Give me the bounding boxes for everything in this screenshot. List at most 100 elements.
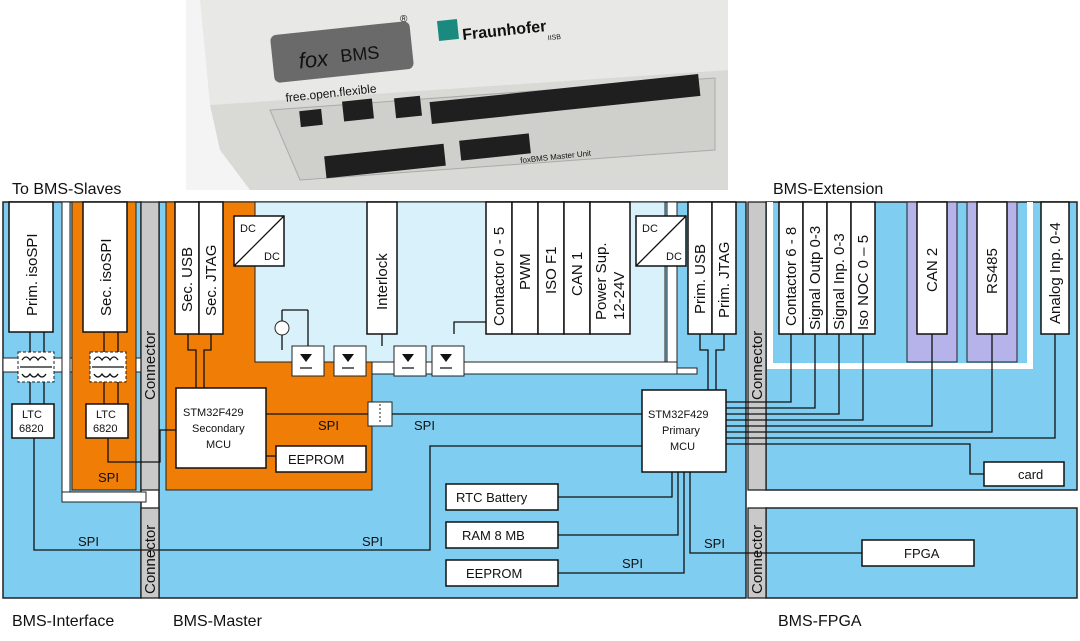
connector-master-extension: Connector	[747, 201, 767, 491]
spi-label-master: SPI	[362, 534, 383, 549]
svg-text:DC: DC	[240, 223, 256, 235]
primary-mcu: STM32F429 Primary MCU	[641, 389, 727, 473]
analog-inp-box: Analog Inp. 0-4	[1040, 201, 1070, 335]
fpga: FPGA	[861, 539, 975, 567]
connector-ports	[299, 73, 701, 179]
svg-text:STM32F429: STM32F429	[648, 409, 709, 421]
optocoupler-icon	[291, 345, 465, 377]
svg-text:Connector: Connector	[749, 525, 766, 594]
svg-text:Contactor 6 - 8: Contactor 6 - 8	[783, 227, 800, 326]
spi-label-isolator: SPI	[414, 418, 435, 433]
spi-label-fpga: SPI	[704, 536, 725, 551]
svg-text:card: card	[1018, 467, 1043, 482]
svg-text:FPGA: FPGA	[904, 546, 940, 561]
ltc6820-secondary: LTC 6820	[85, 403, 129, 439]
region-label-bms-fpga: BMS-FPGA	[778, 613, 862, 630]
spi-label-interface: SPI	[78, 534, 99, 549]
rtc-battery: RTC Battery	[445, 483, 559, 511]
dcdc-converter-primary: DC DC	[635, 215, 687, 267]
svg-text:DC: DC	[666, 251, 682, 263]
svg-text:Primary: Primary	[662, 425, 700, 437]
connector-interface-master: Connector	[140, 201, 160, 491]
secondary-mcu: STM32F429 Secondary MCU	[175, 387, 267, 469]
sec-isospi-box: Sec. isoSPI	[82, 201, 128, 333]
svg-text:Analog Inp. 0-4: Analog Inp. 0-4	[1047, 222, 1064, 324]
svg-text:Sec. isoSPI: Sec. isoSPI	[98, 238, 115, 316]
svg-text:6820: 6820	[19, 423, 43, 435]
card-slot: card	[983, 461, 1065, 487]
power-supply-box: Power Sup. 12-24V	[589, 201, 631, 335]
isospi-transformer-secondary	[89, 351, 127, 383]
signal-inp-box: Signal Inp. 0-3	[826, 201, 852, 335]
sec-usb-box: Sec. USB	[174, 201, 200, 335]
iso-f1-box: ISO F1	[537, 201, 565, 335]
sec-jtag-box: Sec. JTAG	[198, 201, 224, 335]
iisb-text: IISB	[547, 34, 561, 42]
prim-isospi-box: Prim. isoSPI	[8, 201, 54, 333]
rs485-box: RS485	[976, 201, 1008, 335]
svg-text:EEPROM: EEPROM	[288, 452, 344, 467]
svg-text:RAM 8 MB: RAM 8 MB	[462, 528, 525, 543]
svg-text:RTC Battery: RTC Battery	[456, 490, 528, 505]
logo-registered-mark: ®	[400, 14, 408, 25]
svg-text:LTC: LTC	[22, 409, 42, 421]
svg-text:CAN 1: CAN 1	[569, 252, 586, 296]
extension-isolation-border	[767, 202, 1033, 369]
svg-text:DC: DC	[264, 251, 280, 263]
spi-label-secondary: SPI	[318, 418, 339, 433]
svg-text:PWM: PWM	[517, 253, 534, 290]
region-label-bms-master: BMS-Master	[173, 613, 263, 630]
svg-text:Prim. JTAG: Prim. JTAG	[716, 242, 733, 318]
svg-text:STM32F429: STM32F429	[183, 407, 244, 419]
signal-outp-box: Signal Outp 0-3	[802, 201, 828, 335]
connector-interface-master-lower: Connector	[140, 507, 160, 599]
svg-text:Secondary: Secondary	[192, 423, 245, 435]
svg-text:Sec. JTAG: Sec. JTAG	[203, 245, 220, 316]
eeprom-secondary: EEPROM	[275, 445, 367, 473]
svg-text:12-24V: 12-24V	[611, 272, 628, 320]
region-label-to-bms-slaves: To BMS-Slaves	[12, 181, 121, 198]
can-1-box: CAN 1	[563, 201, 591, 335]
foxbms-master-unit-photo: fox BMS ® free.open.flexible Fraunhofer …	[186, 0, 728, 190]
pwm-box: PWM	[511, 201, 539, 335]
svg-text:Connector: Connector	[749, 331, 766, 400]
svg-text:Iso NOC 0 – 5: Iso NOC 0 – 5	[855, 235, 872, 330]
svg-text:LTC: LTC	[96, 409, 116, 421]
svg-text:Prim. USB: Prim. USB	[692, 244, 709, 314]
eeprom-primary: EEPROM	[445, 559, 559, 587]
svg-text:DC: DC	[642, 223, 658, 235]
prim-jtag-box: Prim. JTAG	[711, 201, 737, 335]
contactor-6-8-box: Contactor 6 - 8	[778, 201, 804, 335]
foxbms-logo	[270, 21, 414, 83]
ram-8mb: RAM 8 MB	[445, 521, 559, 549]
svg-text:Signal Inp. 0-3: Signal Inp. 0-3	[831, 233, 848, 330]
interlock-source-icon	[274, 309, 309, 350]
isolator-spi-icon	[367, 401, 393, 427]
svg-text:Connector: Connector	[142, 525, 159, 594]
wiring	[29, 321, 1056, 574]
svg-text:6820: 6820	[93, 423, 117, 435]
svg-text:Signal Outp 0-3: Signal Outp 0-3	[807, 226, 824, 330]
contactor-0-5-box: Contactor 0 - 5	[485, 201, 513, 335]
svg-text:Interlock: Interlock	[374, 253, 391, 310]
ltc6820-primary: LTC 6820	[11, 403, 55, 439]
svg-text:Connector: Connector	[142, 331, 159, 400]
fraunhofer-logo-icon	[437, 19, 459, 41]
region-label-bms-interface: BMS-Interface	[12, 613, 114, 630]
svg-text:EEPROM: EEPROM	[466, 566, 522, 581]
dcdc-converter-secondary: DC DC	[233, 215, 285, 267]
logo-fox-text: fox	[297, 45, 330, 73]
region-label-bms-extension: BMS-Extension	[773, 181, 883, 198]
svg-text:Prim. isoSPI: Prim. isoSPI	[24, 233, 41, 316]
can-2-box: CAN 2	[916, 201, 948, 335]
svg-text:RS485: RS485	[984, 248, 1001, 294]
logo-bms-text: BMS	[339, 42, 380, 66]
iso-noc-box: Iso NOC 0 – 5	[850, 201, 876, 335]
svg-text:MCU: MCU	[206, 439, 231, 451]
prim-usb-box: Prim. USB	[687, 201, 713, 335]
svg-text:CAN 2: CAN 2	[924, 248, 941, 292]
svg-text:ISO F1: ISO F1	[543, 246, 560, 294]
svg-text:Sec. USB: Sec. USB	[179, 247, 196, 312]
spi-label-eeprom: SPI	[622, 556, 643, 571]
